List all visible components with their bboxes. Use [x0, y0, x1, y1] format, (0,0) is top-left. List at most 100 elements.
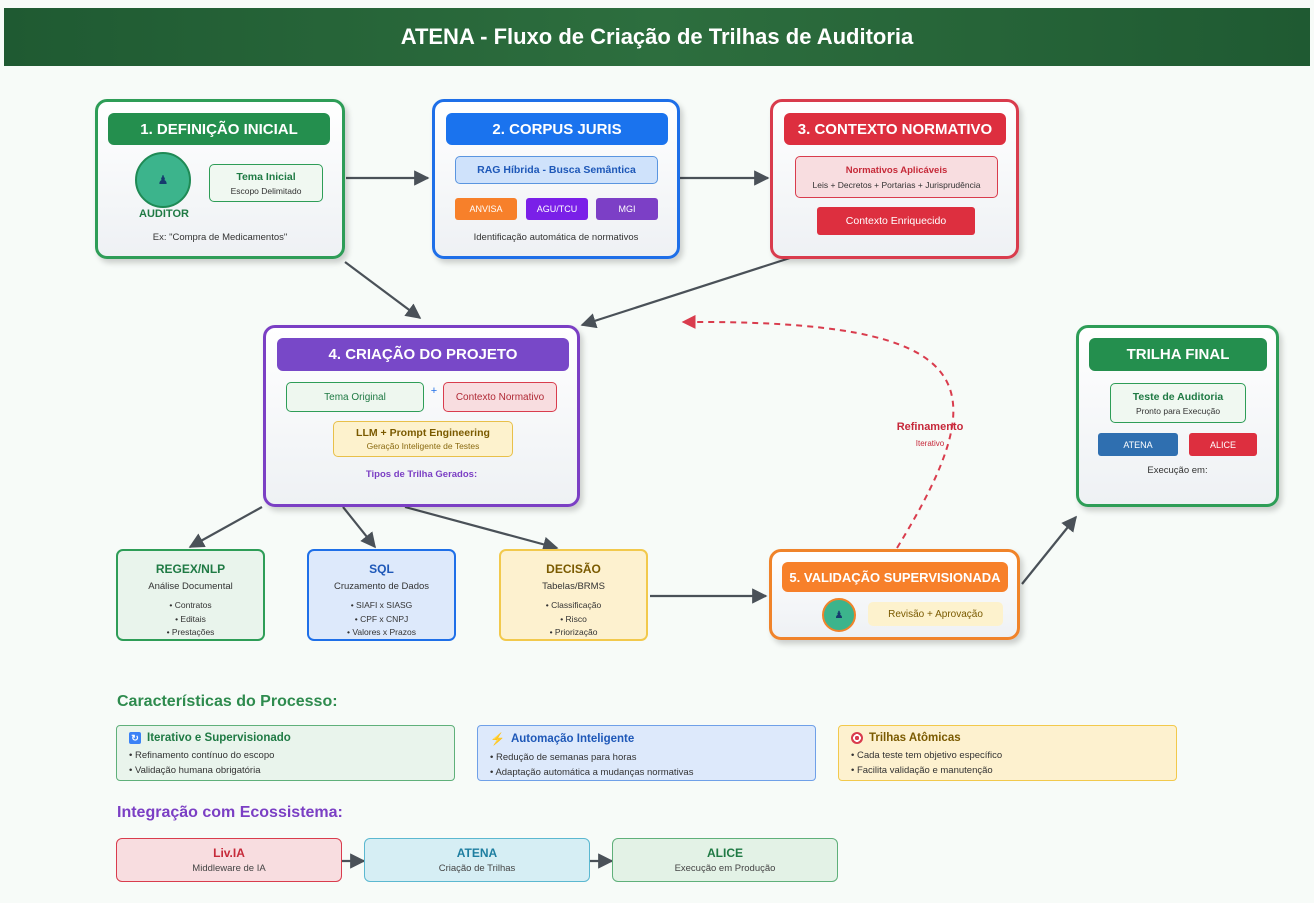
contexto-enriquecido: Contexto Enriquecido	[817, 207, 975, 235]
list-item: • Contratos	[169, 600, 212, 610]
feature-title: Trilhas Atômicas	[869, 732, 961, 744]
eco-desc: Execução em Produção	[674, 863, 776, 874]
tema-inicial-sub: Escopo Delimitado	[230, 185, 302, 196]
feature-title: Iterativo e Supervisionado	[147, 732, 291, 744]
target-alice: ALICE	[1189, 433, 1257, 456]
step1-box: 1. DEFINIÇÃO INICIAL ♟ AUDITOR Tema Inic…	[95, 99, 345, 259]
list-item: • Valores x Prazos	[347, 627, 416, 637]
target-atena: ATENA	[1098, 433, 1178, 456]
ecosystem-heading: Integração com Ecossistema:	[117, 804, 343, 821]
step3-box: 3. CONTEXTO NORMATIVO Normativos Aplicáv…	[770, 99, 1019, 259]
refinement-arrow	[681, 314, 955, 549]
arrow-4-to-sql	[342, 506, 376, 549]
list-item: • Prestações	[166, 627, 215, 637]
list-item: • Priorização	[549, 627, 598, 637]
refinement-sub: Iterativo	[915, 439, 945, 448]
step2-box: 2. CORPUS JURIS RAG Híbrida - Busca Semâ…	[432, 99, 680, 259]
normativos-title: Normativos Aplicáveis	[845, 164, 948, 176]
type-decisao-title: DECISÃO	[546, 562, 601, 576]
step5-title: 5. VALIDAÇÃO SUPERVISIONADA	[782, 562, 1008, 592]
final-box: TRILHA FINAL Teste de Auditoria Pronto p…	[1076, 325, 1279, 507]
person-icon: ♟	[157, 173, 169, 187]
step1-title: 1. DEFINIÇÃO INICIAL	[108, 113, 330, 145]
test-title: Teste de Auditoria	[1132, 390, 1224, 403]
step3-title: 3. CONTEXTO NORMATIVO	[784, 113, 1006, 145]
arrow-5-to-final	[1021, 515, 1077, 585]
type-card-decisao: DECISÃO Tabelas/BRMS • Classificação • R…	[499, 549, 648, 641]
eco-desc: Middleware de IA	[192, 863, 266, 874]
feature-line: • Facilita validação e manutenção	[851, 765, 993, 776]
type-sql-title: SQL	[369, 562, 394, 576]
type-decisao-subtitle: Tabelas/BRMS	[542, 581, 605, 592]
test-card: Teste de Auditoria Pronto para Execução	[1110, 383, 1246, 423]
type-card-sql: SQL Cruzamento de Dados • SIAFI x SIASG …	[307, 549, 456, 641]
feature-line: • Validação humana obrigatória	[129, 765, 261, 776]
arrow-1-to-4	[344, 261, 422, 319]
review-card: Revisão + Aprovação	[868, 602, 1003, 626]
type-sql-items: • SIAFI x SIASG • CPF x CNPJ • Valores x…	[309, 599, 454, 640]
feature-line: • Redução de semanas para horas	[490, 752, 637, 763]
refinement-title: Refinamento	[896, 421, 964, 433]
arrow-4-to-regex	[188, 506, 263, 548]
list-item: • Editais	[175, 613, 206, 624]
type-card-regex: REGEX/NLP Análise Documental • Contratos…	[116, 549, 265, 641]
list-item: • CPF x CNPJ	[354, 613, 409, 624]
page-title: ATENA - Fluxo de Criação de Trilhas de A…	[4, 8, 1310, 66]
arrow-3-to-4	[580, 256, 791, 329]
refresh-icon: ↻	[129, 732, 141, 744]
test-sub: Pronto para Execução	[1135, 405, 1221, 416]
feature-card-atomic: Trilhas Atômicas • Cada teste tem objeti…	[838, 725, 1177, 781]
eco-alice: ALICE Execução em Produção	[612, 838, 838, 882]
step2-caption: Identificação automática de normativos	[473, 232, 639, 243]
eco-name: ATENA	[456, 846, 498, 860]
type-regex-subtitle: Análise Documental	[148, 581, 233, 592]
plus-sign: +	[430, 385, 438, 397]
refinement-label: Refinamento Iterativo	[880, 421, 980, 448]
tema-original-card: Tema Original	[286, 382, 424, 412]
eco-desc: Criação de Trilhas	[438, 863, 516, 874]
eco-atena: ATENA Criação de Trilhas	[364, 838, 590, 882]
llm-title: LLM + Prompt Engineering	[356, 427, 490, 439]
eco-name: Liv.IA	[213, 846, 245, 860]
rag-card: RAG Híbrida - Busca Semântica	[455, 156, 658, 184]
list-item: • Classificação	[545, 600, 602, 610]
tema-inicial-title: Tema Inicial	[236, 170, 296, 183]
feature-line: • Adaptação automática a mudanças normat…	[490, 767, 694, 778]
characteristics-heading: Características do Processo:	[117, 693, 338, 710]
lightning-icon: ⚡	[490, 732, 505, 746]
arrow-4-to-decisao	[404, 505, 559, 552]
feature-card-automation: ⚡ Automação Inteligente • Redução de sema…	[477, 725, 816, 781]
list-item: • Risco	[560, 613, 587, 624]
contexto-normativo-card: Contexto Normativo	[443, 382, 557, 412]
source-mgi: MGI	[596, 198, 658, 220]
type-regex-items: • Contratos • Editais • Prestações	[118, 599, 263, 640]
type-sql-subtitle: Cruzamento de Dados	[333, 581, 430, 592]
llm-sub: Geração Inteligente de Testes	[366, 441, 480, 451]
final-caption: Execução em:	[1147, 465, 1208, 476]
auditor-label: AUDITOR	[139, 208, 189, 220]
feature-line: • Refinamento contínuo do escopo	[129, 750, 275, 761]
step5-box: 5. VALIDAÇÃO SUPERVISIONADA ♟ Revisão + …	[769, 549, 1020, 640]
feature-card-iterative: ↻ Iterativo e Supervisionado • Refinament…	[116, 725, 455, 781]
auditor-avatar: ♟	[135, 152, 191, 208]
reviewer-avatar: ♟	[822, 598, 856, 632]
normativos-card: Normativos Aplicáveis Leis + Decretos + …	[795, 156, 998, 198]
source-anvisa: ANVISA	[455, 198, 517, 220]
list-item: • SIAFI x SIASG	[350, 600, 413, 610]
type-regex-title: REGEX/NLP	[155, 562, 226, 576]
llm-card: LLM + Prompt Engineering Geração Intelig…	[333, 421, 513, 457]
feature-title: Automação Inteligente	[510, 733, 635, 745]
example-text: Ex: "Compra de Medicamentos"	[152, 232, 288, 243]
step2-title: 2. CORPUS JURIS	[446, 113, 668, 145]
final-title: TRILHA FINAL	[1089, 338, 1267, 371]
eco-name: ALICE	[707, 846, 743, 860]
normativos-sub: Leis + Decretos + Portarias + Jurisprudê…	[812, 179, 981, 190]
type-decisao-items: • Classificação • Risco • Priorização	[501, 599, 646, 640]
step4-box: 4. CRIAÇÃO DO PROJETO Tema Original + Co…	[263, 325, 580, 507]
person-icon: ♟	[834, 609, 844, 621]
step4-title: 4. CRIAÇÃO DO PROJETO	[277, 338, 569, 371]
target-icon	[851, 732, 863, 744]
source-agu-tcu: AGU/TCU	[526, 198, 588, 220]
